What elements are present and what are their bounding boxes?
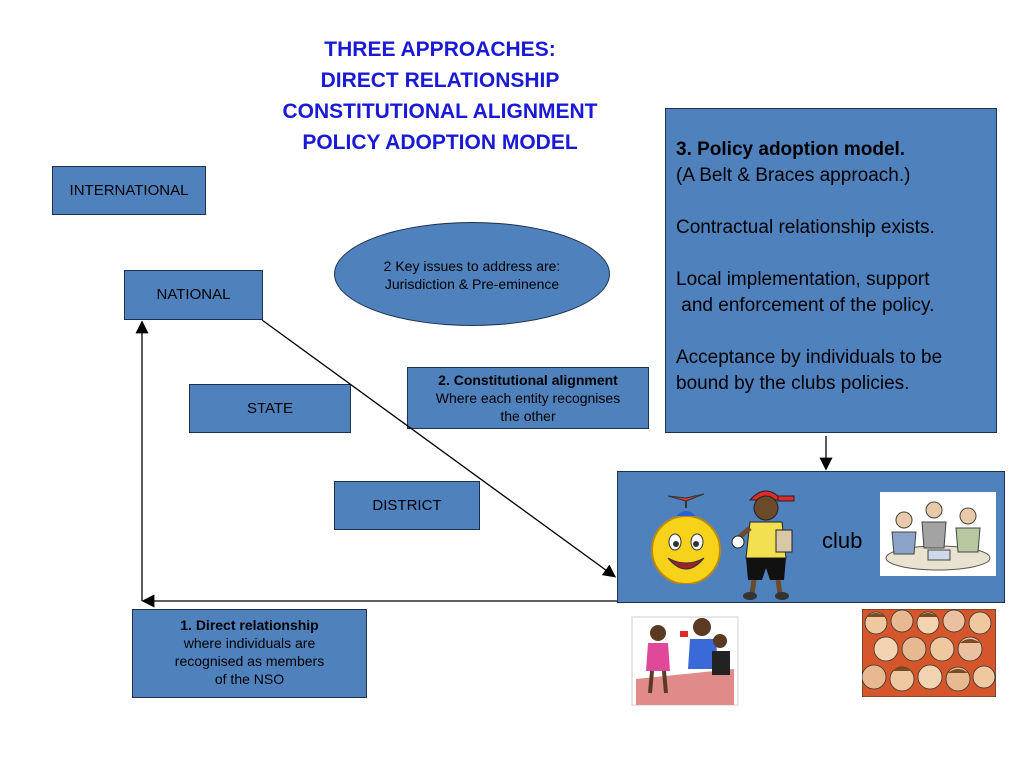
policy-paragraph-3a: Acceptance by individuals to be — [676, 347, 943, 368]
direct-line-1: where individuals are — [183, 635, 316, 651]
constitutional-alignment-box: 2. Constitutional alignment Where each e… — [407, 367, 649, 429]
meeting-group-icon — [880, 492, 996, 576]
national-label: NATIONAL — [156, 286, 231, 303]
constitutional-line-1: Where each entity recognises — [435, 390, 621, 406]
club-label: club — [822, 528, 863, 553]
national-to-club-arrow — [261, 319, 617, 578]
direct-heading: 1. Direct relationship — [180, 617, 319, 633]
children-playing-icon — [631, 616, 739, 706]
constitutional-line-2: the other — [500, 408, 556, 424]
district-box: DISTRICT — [334, 481, 480, 530]
club-box: club — [617, 471, 1005, 603]
key-issues-line-2: Jurisdiction & Pre-eminence — [384, 276, 560, 292]
direct-relationship-box: 1. Direct relationship where individuals… — [132, 609, 367, 698]
policy-heading: 3. Policy adoption model. — [676, 139, 906, 160]
policy-paragraph-2b: and enforcement of the policy. — [676, 295, 935, 316]
district-label: DISTRICT — [372, 496, 442, 514]
state-label: STATE — [246, 399, 294, 417]
policy-subheading: (A Belt & Braces approach.) — [676, 165, 911, 186]
state-box: STATE — [189, 384, 351, 433]
title-line-3: CONSTITUTIONAL ALIGNMENT — [282, 100, 598, 123]
policy-paragraph-2a: Local implementation, support — [676, 269, 930, 290]
coach-figure-icon — [731, 490, 795, 600]
title-line-4: POLICY ADOPTION MODEL — [302, 131, 578, 154]
title-line-2: DIRECT RELATIONSHIP — [320, 69, 560, 92]
direct-line-2: recognised as members — [174, 653, 325, 669]
constitutional-heading: 2. Constitutional alignment — [438, 372, 618, 388]
slide-title: THREE APPROACHES: DIRECT RELATIONSHIP CO… — [240, 34, 640, 158]
key-issues-line-1: 2 Key issues to address are: — [383, 258, 561, 274]
policy-paragraph-3b: bound by the clubs policies. — [676, 373, 910, 394]
crowd-faces-icon — [862, 609, 996, 697]
international-label: INTERNATIONAL — [69, 181, 189, 199]
national-box: NATIONAL — [124, 270, 263, 320]
title-line-1: THREE APPROACHES: — [324, 38, 556, 61]
policy-paragraph-1: Contractual relationship exists. — [676, 217, 935, 238]
policy-adoption-box: 3. Policy adoption model. (A Belt & Brac… — [665, 108, 997, 433]
international-box: INTERNATIONAL — [52, 166, 206, 215]
smiley-face-icon — [651, 493, 721, 584]
key-issues-ellipse: 2 Key issues to address are: Jurisdictio… — [334, 222, 610, 326]
direct-line-3: of the NSO — [214, 671, 285, 687]
